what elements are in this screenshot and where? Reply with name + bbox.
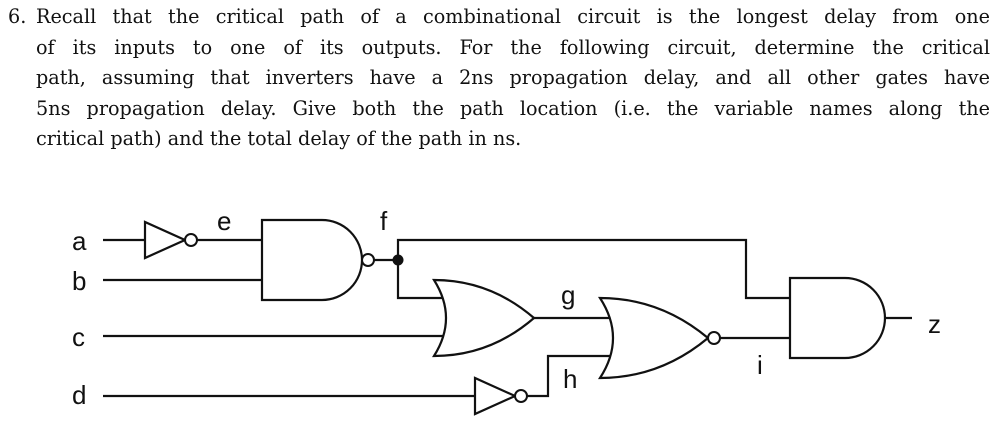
problem-line-3: path, assuming that inverters have a 2ns…	[36, 66, 990, 89]
and-gate-z	[788, 276, 887, 360]
inverter-h-gate	[473, 376, 518, 416]
input-label-d: d	[72, 380, 86, 410]
inverter-h-bubble	[514, 389, 528, 403]
problem-line-5: critical path) and the total delay of th…	[36, 127, 522, 150]
signal-label-g: g	[561, 280, 575, 310]
nor-gate-i-bubble	[707, 331, 721, 345]
wire-h	[527, 354, 622, 398]
problem-number: 6.	[8, 5, 27, 28]
input-label-b: b	[72, 266, 86, 296]
problem-line-1: 6.Recall that the critical path of a com…	[8, 2, 990, 33]
problem-line-2: of its inputs to one of its outputs. For…	[36, 35, 990, 59]
inverter-e-gate	[143, 220, 188, 260]
or-gate-g	[432, 278, 536, 358]
signal-label-e: e	[217, 206, 231, 236]
input-label-c: c	[72, 322, 85, 352]
signal-label-f: f	[380, 206, 388, 236]
signal-label-h: h	[563, 364, 577, 394]
nand-gate-f	[260, 218, 364, 302]
signal-label-i: i	[757, 350, 763, 380]
problem-line-4: 5ns propagation delay. Give both the pat…	[36, 96, 990, 120]
output-label-z: z	[928, 309, 941, 339]
wire-f-to-and	[396, 238, 790, 300]
wire-f-to-or	[396, 260, 444, 300]
nor-gate-i	[597, 296, 710, 380]
nand-gate-f-bubble	[361, 253, 375, 267]
inverter-e-bubble	[184, 233, 198, 247]
problem-text: 6.Recall that the critical path of a com…	[8, 2, 990, 155]
input-label-a: a	[72, 226, 87, 256]
